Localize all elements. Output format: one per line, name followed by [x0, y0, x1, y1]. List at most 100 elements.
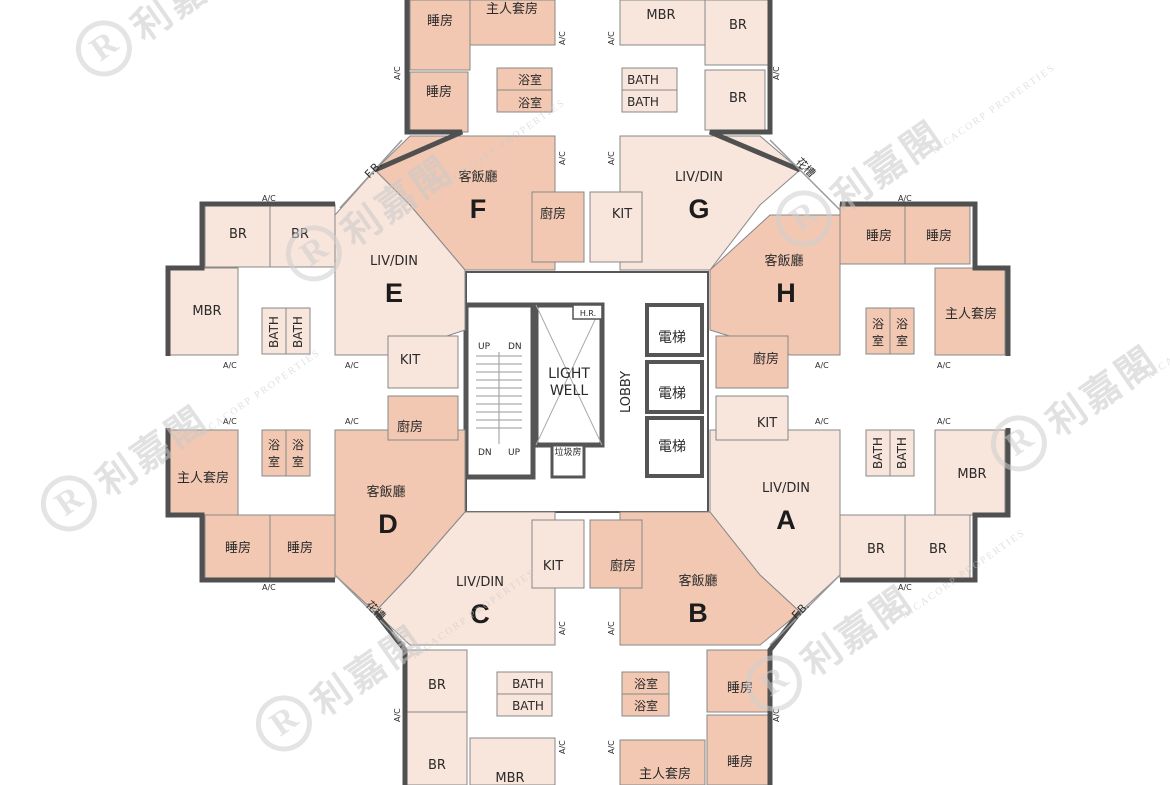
unit-B-bath2-label: 浴室 — [634, 698, 658, 713]
unit-C-living-room — [374, 511, 556, 646]
unit-A: BATH BATH MBR BR BR LIV/DIN A KIT — [709, 395, 1011, 613]
unit-E-bedroom-2 — [269, 203, 336, 268]
light-well-label-2: WELL — [550, 383, 588, 399]
ac-label: A/C — [223, 361, 237, 370]
ac-label: A/C — [937, 417, 951, 426]
unit-B-bed1-label: 睡房 — [727, 680, 753, 696]
unit-A-bath1-label: BATH — [871, 437, 885, 469]
unit-G-living-room — [619, 135, 801, 271]
unit-H-bath-1 — [865, 307, 891, 355]
unit-E-bed1-label: BR — [229, 227, 247, 242]
unit-D-letter: D — [378, 509, 398, 539]
unit-D-bed1-label: 睡房 — [225, 540, 251, 556]
lift-1 — [645, 303, 704, 357]
unit-H-kitchen-label: 廚房 — [753, 351, 779, 367]
unit-B-bed2-label: 睡房 — [727, 754, 753, 770]
hr-label: H.R. — [580, 309, 596, 318]
unit-A-walls — [840, 428, 1011, 583]
unit-H-walls — [840, 201, 1011, 356]
unit-G-bed2-label: BR — [729, 91, 747, 106]
unit-A-bed2-label: BR — [929, 542, 947, 557]
unit-D-living-label: 客飯廳 — [366, 484, 405, 500]
unit-D-walls — [165, 428, 335, 583]
lift-1-label: 電梯 — [658, 330, 686, 346]
unit-H-bedroom-2 — [904, 203, 971, 265]
unit-B-bath-2 — [621, 693, 670, 717]
unit-H-living-label: 客飯廳 — [764, 253, 803, 269]
unit-G-bed1-label: BR — [729, 18, 747, 33]
unit-F-master — [469, 0, 556, 46]
unit-H-bath2-label: 浴 — [896, 317, 908, 331]
unit-E-letter: E — [385, 278, 403, 308]
unit-G-bath2-label: BATH — [627, 95, 659, 109]
unit-H-letter: H — [776, 278, 796, 308]
unit-G-bath1-label: BATH — [627, 73, 659, 87]
unit-F-walls — [373, 0, 464, 173]
unit-B-master-label: 主人套房 — [639, 766, 691, 782]
unit-C-master-label: MBR — [495, 771, 524, 785]
unit-F: 睡房 睡房 主人套房 浴室 浴室 客飯廳 F 廚房 — [373, 0, 585, 271]
stair-treads — [476, 352, 522, 444]
unit-C-bedroom-2 — [404, 711, 468, 785]
unit-E-bath1-label: BATH — [267, 316, 281, 348]
unit-D-bed2-label: 睡房 — [287, 540, 313, 556]
unit-C-letter: C — [470, 599, 490, 629]
unit-D-master-label: 主人套房 — [177, 470, 229, 486]
unit-E-living-room — [334, 169, 466, 356]
ac-label: A/C — [898, 583, 912, 592]
unit-C-kitchen-label: KIT — [543, 559, 563, 574]
stair-dn-label-1: DN — [508, 342, 522, 352]
ac-label: A/C — [262, 583, 276, 592]
unit-H-bed1-label: 睡房 — [866, 228, 892, 244]
unit-A-bath-1 — [865, 429, 891, 477]
lift-2 — [645, 360, 704, 414]
unit-G-master — [619, 0, 706, 46]
unit-D-kitchen — [387, 395, 459, 441]
refuse-room — [550, 443, 586, 479]
unit-C-bed1-label: BR — [428, 678, 446, 693]
unit-B-kitchen — [589, 519, 643, 589]
unit-F-living-label: 客飯廳 — [458, 169, 497, 185]
unit-B-master — [619, 739, 706, 785]
unit-F-master-label: 主人套房 — [486, 1, 538, 17]
unit-H-bed2-label: 睡房 — [926, 228, 952, 244]
unit-A-bed1-label: BR — [867, 542, 885, 557]
unit-E-bath-1 — [261, 307, 287, 355]
unit-E-bath2-label: BATH — [291, 316, 305, 348]
unit-B: 廚房 客飯廳 B 浴室 浴室 睡房 睡房 主人套房 — [589, 511, 802, 785]
unit-F-bed1-label: 睡房 — [427, 13, 453, 29]
unit-E-bed2-label: BR — [291, 227, 309, 242]
unit-H-living-room — [709, 214, 841, 356]
unit-C-bed2-label: BR — [428, 758, 446, 773]
unit-D-bath1b-label: 室 — [268, 454, 280, 469]
unit-F-bed2-label: 睡房 — [426, 84, 452, 100]
unit-G-walls — [709, 0, 801, 173]
unit-D-master — [167, 429, 239, 516]
unit-D-bath1-label: 浴 — [268, 438, 280, 452]
unit-F-bath1-label: 浴室 — [518, 72, 542, 87]
unit-H-bath-2 — [889, 307, 915, 355]
unit-E-living-label: LIV/DIN — [370, 254, 418, 269]
unit-E-kitchen — [387, 335, 459, 389]
stair-up-label-1: UP — [478, 342, 491, 352]
ac-label: A/C — [558, 31, 567, 45]
unit-H-bath2b-label: 室 — [896, 333, 908, 348]
lift-2-label: 電梯 — [658, 386, 686, 402]
unit-F-kitchen-label: 廚房 — [540, 206, 566, 222]
unit-A-bedroom-1 — [839, 514, 906, 579]
external-features — [334, 139, 841, 646]
lift-bank: 電梯 電梯 電梯 — [645, 303, 704, 478]
unit-B-kitchen-label: 廚房 — [610, 558, 636, 574]
unit-D-bath-2 — [285, 429, 311, 477]
ac-label: A/C — [607, 740, 616, 754]
lift-3-label: 電梯 — [658, 439, 686, 455]
unit-H-master — [934, 267, 1006, 356]
ac-label: A/C — [607, 621, 616, 635]
unit-B-bedroom-1 — [706, 649, 771, 713]
unit-A-letter: A — [776, 505, 796, 535]
unit-G-bedroom-2 — [704, 69, 766, 131]
unit-B-living-label: 客飯廳 — [678, 573, 717, 589]
ac-label: A/C — [558, 621, 567, 635]
light-well-label-1: LIGHT — [548, 366, 590, 382]
flower-bed-label-top: 花槽 — [793, 155, 818, 180]
